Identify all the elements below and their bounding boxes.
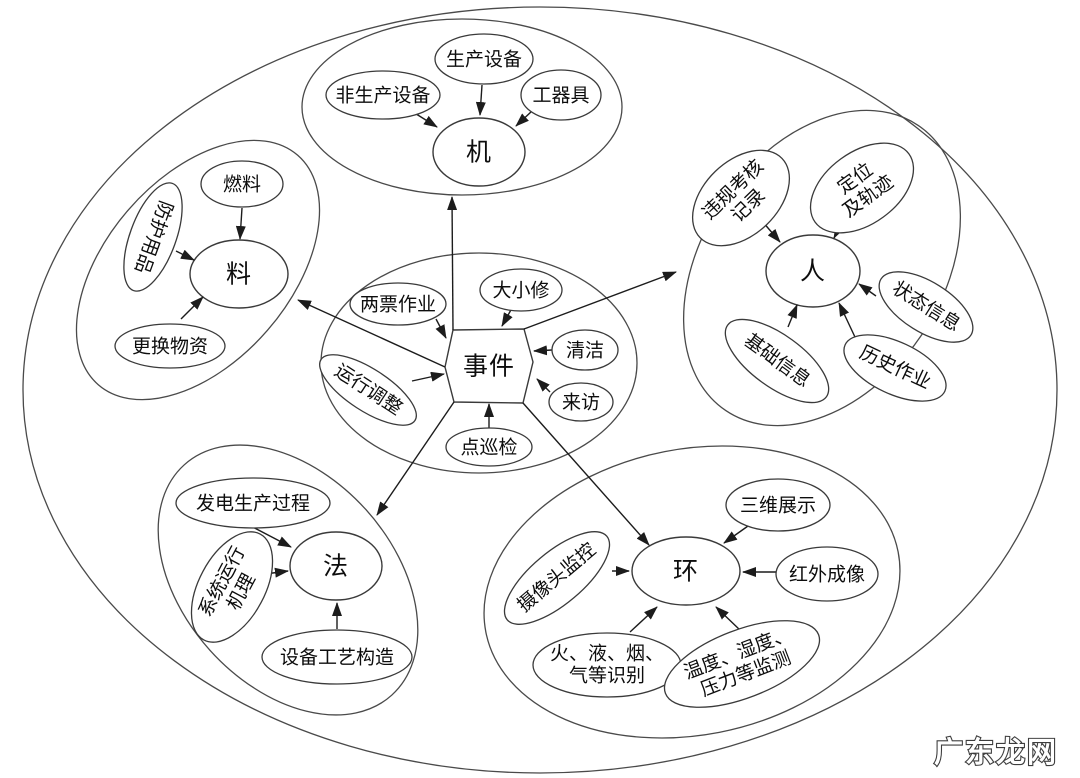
history-work-ellipse (843, 334, 947, 402)
overhaul-ellipse (479, 268, 563, 312)
protective-supplies-ellipse (123, 182, 183, 292)
machine-cluster-ellipse (301, 18, 623, 196)
camera-monitoring-ellipse (503, 531, 611, 625)
material-node-ellipse (189, 239, 289, 309)
power-process-label: 发电生产过程 (196, 493, 310, 515)
arrow-event-to-machine (447, 196, 458, 331)
method-cluster-ellipse (157, 444, 419, 716)
arrow-status-info-to-person (858, 283, 877, 297)
cleaning-label: 清洁 (566, 340, 604, 362)
spot-inspection-ellipse (445, 427, 533, 467)
arrow-tools-to-machine (515, 110, 533, 127)
arrow-replacement-materials-to-material (180, 296, 204, 320)
two-ticket-ellipse (349, 282, 447, 326)
material-node-label: 料 (226, 261, 252, 289)
infrared-imaging-ellipse (775, 546, 879, 602)
infrared-imaging-label: 红外成像 (789, 564, 865, 586)
arrow-fire-liquid-to-environment (629, 606, 658, 633)
fire-liquid-label-line2: 气等识别 (569, 665, 645, 687)
tools-ellipse (520, 69, 602, 121)
tools-label: 工器具 (532, 86, 589, 107)
arrow-fuel-to-material (235, 207, 246, 240)
arrow-event-to-person (523, 271, 677, 330)
arrow-cleaning-to-event (533, 345, 553, 356)
three-d-display-ellipse (725, 478, 831, 532)
production-equipment-ellipse (434, 33, 534, 85)
method-node-label: 法 (323, 553, 349, 581)
system-operation-ellipse (190, 531, 274, 643)
material-cluster-ellipse (75, 139, 321, 401)
non-production-equipment-ellipse (325, 70, 441, 120)
arrow-event-to-environment (522, 402, 650, 546)
basic-info-ellipse (724, 318, 830, 404)
three-d-display-label: 三维展示 (740, 495, 816, 517)
environment-cluster-ellipse (483, 445, 901, 739)
environment-node-ellipse (631, 536, 741, 606)
outer-boundary-ellipse (22, 6, 1058, 774)
arrow-two-ticket-to-event (435, 318, 447, 339)
fire-liquid-label-line1: 火、液、烟、 (550, 643, 664, 665)
spot-inspection-label: 点巡检 (460, 437, 517, 459)
arrow-event-to-material (297, 299, 446, 368)
temperature-monitoring-ellipse (663, 620, 821, 708)
replacement-materials-ellipse (114, 323, 226, 369)
fuel-ellipse (200, 160, 284, 208)
replacement-materials-label: 更换物资 (132, 336, 208, 358)
arrow-production-equipment-to-machine (475, 84, 486, 116)
arrow-visit-to-event (536, 378, 551, 393)
status-info-ellipse (878, 271, 974, 343)
arrow-protective-supplies-to-material (175, 249, 195, 261)
machine-node-label: 机 (466, 139, 492, 167)
method-node-ellipse (289, 531, 383, 601)
event-node-label: 事件 (463, 353, 515, 381)
equipment-structure-label: 设备工艺构造 (280, 647, 394, 669)
visit-label: 来访 (562, 392, 600, 414)
non-production-equipment-label: 非生产设备 (335, 85, 430, 107)
location-track-ellipse (809, 142, 915, 234)
watermark-text: 广东龙网 (934, 735, 1058, 769)
two-ticket-label: 两票作业 (360, 294, 436, 316)
production-equipment-label: 生产设备 (446, 49, 522, 71)
person-node-ellipse (765, 234, 861, 308)
visit-ellipse (548, 382, 614, 422)
arrow-operation-adjust-to-event (411, 371, 445, 382)
machine-node-ellipse (432, 117, 526, 187)
fuel-label: 燃料 (223, 174, 261, 196)
arrow-temperature-to-environment (715, 606, 742, 632)
environment-node-label: 环 (673, 559, 699, 586)
power-process-ellipse (175, 477, 331, 529)
overhaul-label: 大小修 (492, 280, 549, 302)
cleaning-ellipse (551, 329, 619, 371)
equipment-structure-ellipse (261, 629, 413, 685)
arrow-event-to-method (376, 401, 455, 516)
arrow-three-d-to-environment (723, 525, 749, 544)
operation-adjust-ellipse (319, 354, 417, 426)
arrow-overhaul-to-event (501, 307, 513, 327)
violation-record-ellipse (691, 149, 791, 247)
person-node-label: 人 (800, 259, 826, 286)
arrow-basic-info-to-person (787, 304, 798, 328)
